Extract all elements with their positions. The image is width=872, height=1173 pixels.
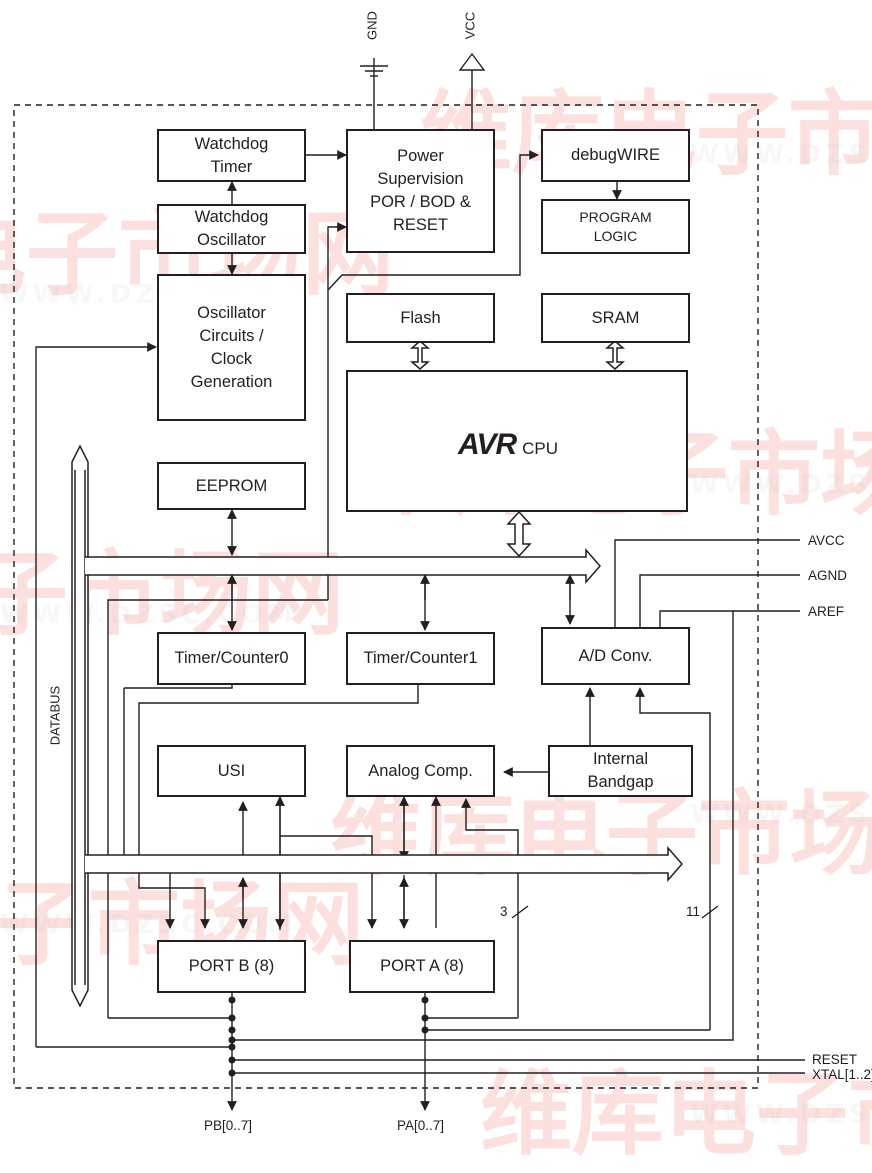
block-diagram-wiring	[13, 52, 805, 1111]
junction-dots	[228, 996, 429, 1077]
avr-cpu-label: AVR CPU	[458, 428, 558, 462]
xtal-label: XTAL[1..2]	[812, 1067, 872, 1082]
lower-bus-arrow	[85, 846, 683, 882]
reset-label: RESET	[812, 1052, 858, 1067]
avr-cpu-block	[346, 370, 688, 512]
program-logic-block: PROGRAM LOGIC	[541, 199, 690, 254]
upper-bus-arrow	[85, 548, 601, 584]
databus-label: DATABUS	[47, 685, 63, 746]
oscillator-circuits-block: Oscillator Circuits / Clock Generation	[157, 274, 306, 421]
cpu-text: CPU	[522, 439, 559, 458]
debugwire-block: debugWIRE	[541, 129, 690, 182]
chip-boundary	[13, 104, 759, 1089]
vcc-label: VCC	[462, 11, 478, 40]
usi-block: USI	[157, 745, 306, 797]
vcc-symbol	[458, 52, 486, 130]
analog-comp-block: Analog Comp.	[346, 745, 495, 797]
power-supervision-block: Power Supervision POR / BOD & RESET	[346, 129, 495, 253]
pb-label: PB[0..7]	[204, 1118, 253, 1133]
flash-block: Flash	[346, 293, 495, 343]
eeprom-block: EEPROM	[157, 462, 306, 510]
gnd-symbol	[360, 58, 388, 130]
port-a-block: PORT A (8)	[349, 940, 495, 993]
watchdog-timer-block: Watchdog Timer	[157, 129, 306, 182]
bus-width-3-label: 3	[500, 904, 508, 919]
gnd-label: GND	[364, 11, 380, 40]
internal-bandgap-block: Internal Bandgap	[548, 745, 693, 797]
aref-label: AREF	[808, 604, 845, 619]
port-b-block: PORT B (8)	[157, 940, 306, 993]
adc-block: A/D Conv.	[541, 627, 690, 685]
bus-width-11-label: 11	[686, 904, 701, 919]
avr-logo: AVR	[458, 428, 517, 461]
watchdog-oscillator-block: Watchdog Oscillator	[157, 204, 306, 254]
avcc-label: AVCC	[808, 533, 845, 548]
sram-block: SRAM	[541, 293, 690, 343]
pa-label: PA[0..7]	[397, 1118, 445, 1133]
timer-counter0-block: Timer/Counter0	[157, 632, 306, 685]
timer-counter1-block: Timer/Counter1	[346, 632, 495, 685]
agnd-label: AGND	[808, 568, 848, 583]
